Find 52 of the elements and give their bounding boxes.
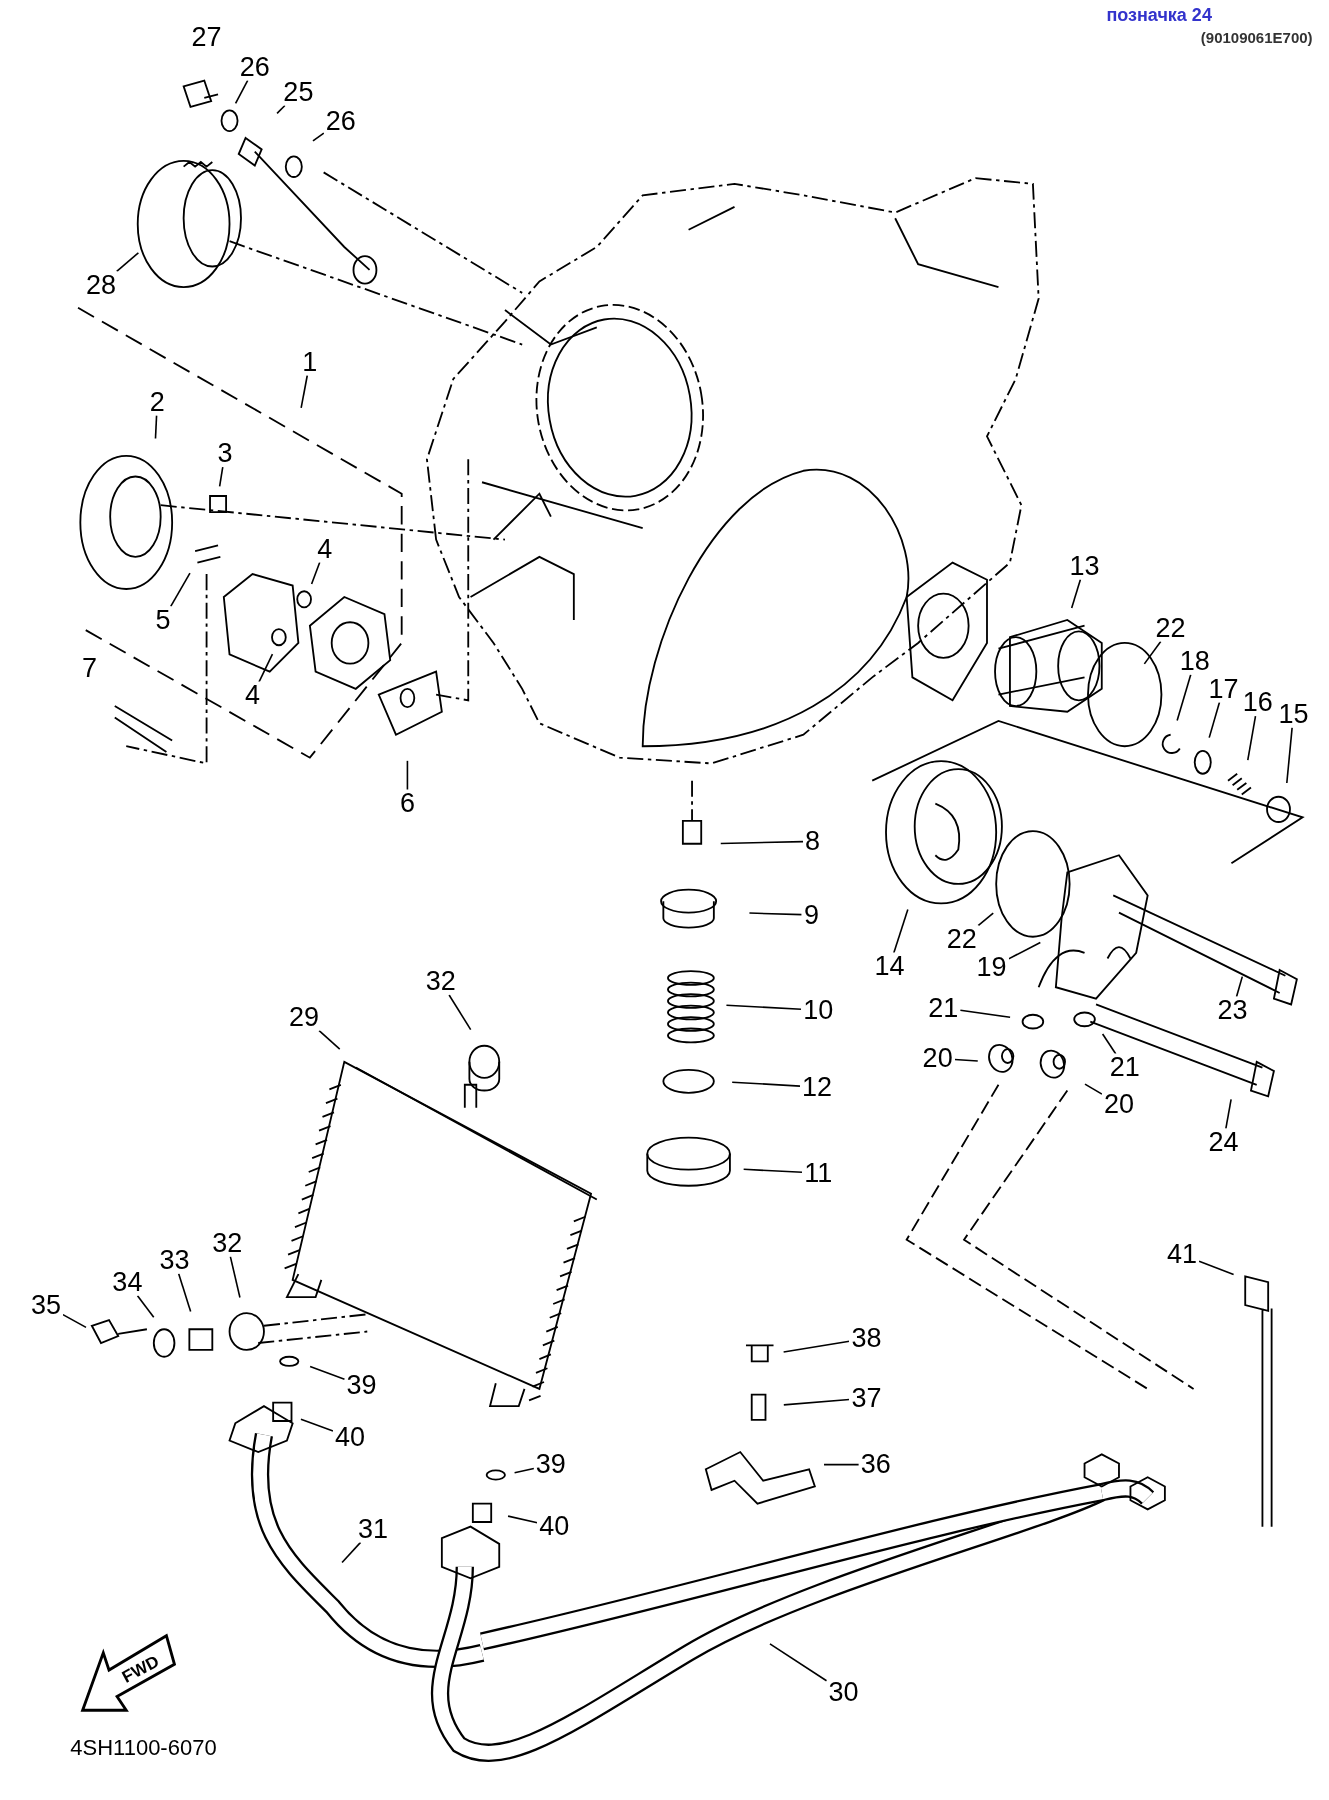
- part-number: (90109061E700): [1200, 29, 1313, 47]
- leader-line: [229, 1255, 241, 1299]
- leader-line: [783, 1398, 851, 1406]
- leader-line: [513, 1467, 535, 1474]
- leader-line: [448, 994, 472, 1031]
- leader-line: [154, 414, 158, 440]
- leader-line: [769, 1643, 828, 1682]
- leader-line: [1143, 640, 1162, 665]
- leader-line: [406, 760, 409, 791]
- leader-line: [507, 1515, 539, 1524]
- leader-line: [1208, 701, 1221, 739]
- callout-number: 27: [191, 23, 222, 53]
- leader-line: [1101, 1033, 1117, 1055]
- leader-line: [258, 653, 274, 683]
- leader-line: [1286, 726, 1293, 784]
- leader-line: [782, 1340, 851, 1353]
- leader-line: [136, 1294, 155, 1319]
- leader-line: [115, 252, 140, 273]
- leader-line: [748, 912, 803, 916]
- leader-line: [953, 1058, 979, 1062]
- leader-line: [823, 1463, 860, 1466]
- leader-line: [310, 561, 321, 585]
- leader-line: [234, 79, 249, 105]
- leader-line: [62, 1313, 87, 1329]
- direction-label: FWD: [119, 1652, 163, 1688]
- leader-line: [725, 1004, 803, 1011]
- drawing-number: 4SH1100-6070: [70, 1735, 217, 1760]
- leader-line: [300, 374, 309, 409]
- leader-line: [1007, 941, 1042, 960]
- callout-number: 7: [82, 654, 98, 684]
- leader-line: [169, 572, 191, 608]
- leader-line: [309, 1365, 346, 1380]
- leader-line: [1247, 715, 1257, 761]
- mark-note: позначка 24: [1106, 6, 1212, 26]
- leader-line: [977, 912, 995, 927]
- leader-line: [742, 1168, 804, 1174]
- leader-line: [1084, 1083, 1103, 1095]
- leader-line: [1198, 1260, 1235, 1276]
- leader-line: [1235, 975, 1244, 998]
- leader-line: [300, 1418, 334, 1432]
- leader-line: [959, 1009, 1011, 1019]
- leader-line: [1070, 578, 1082, 609]
- leader-line: [1225, 1098, 1232, 1130]
- leader-line: [719, 840, 804, 845]
- leader-line: [341, 1541, 362, 1564]
- leader-line: [318, 1029, 341, 1050]
- leader-line: [177, 1273, 192, 1313]
- leader-line: [731, 1081, 801, 1087]
- leader-line: [218, 466, 224, 488]
- leader-line: [312, 132, 325, 142]
- leader-line: [893, 908, 909, 954]
- leader-line: [1176, 673, 1192, 722]
